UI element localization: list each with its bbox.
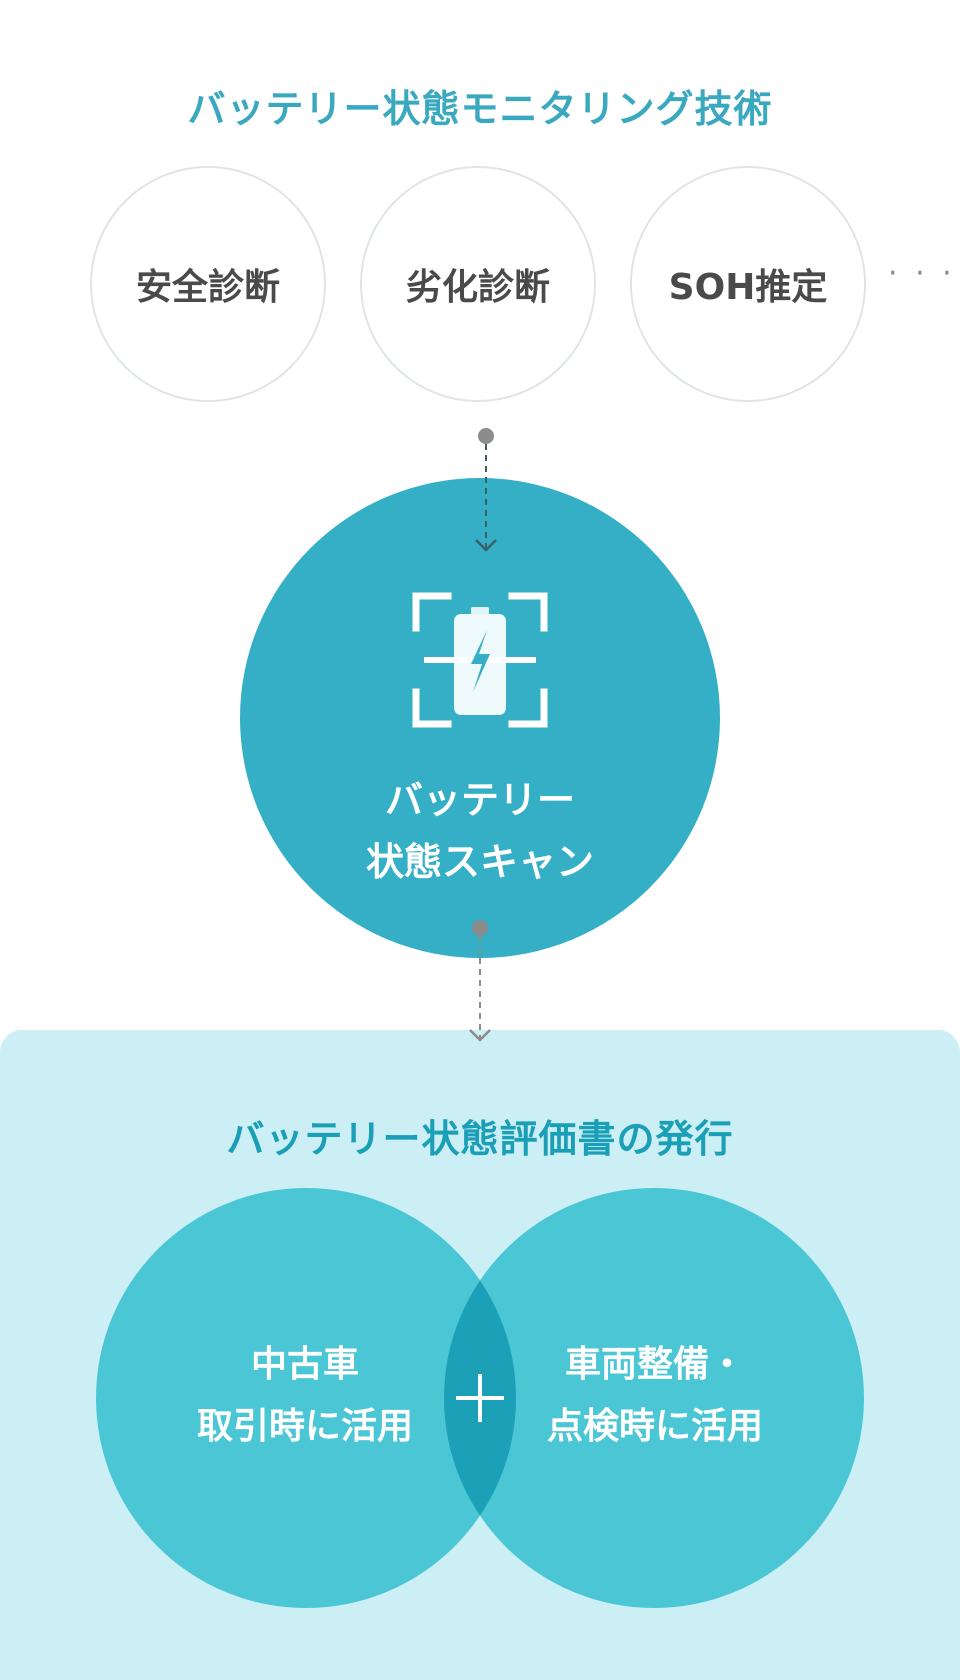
diagram-title: バッテリー状態モニタリング技術: [187, 87, 773, 131]
venn-circle-maintenance: [444, 1188, 864, 1608]
technique-label: SOH推定: [668, 267, 828, 308]
technique-safety-diagnosis: 安全診断: [90, 166, 326, 402]
venn-circle-used-car: [96, 1188, 516, 1608]
scan-label-line1: バッテリー: [384, 778, 575, 822]
technique-label: 劣化診断: [405, 267, 550, 308]
connector-arrow-bottom: [469, 920, 491, 1042]
scan-label-line2: 状態スキャン: [365, 840, 594, 884]
battery-scan-icon: [412, 592, 548, 728]
venn-diagram: [96, 1188, 864, 1608]
more-indicator: · · ·: [888, 256, 956, 291]
technique-soh-estimation: SOH推定: [630, 166, 866, 402]
output-title: バッテリー状態評価書の発行: [226, 1117, 734, 1161]
venn-left-line1: 中古車: [250, 1344, 359, 1385]
technique-degradation-diagnosis: 劣化診断: [360, 166, 596, 402]
venn-right-line1: 車両整備・: [564, 1344, 745, 1385]
venn-left-line2: 取引時に活用: [196, 1406, 413, 1447]
plus-icon: [456, 1374, 504, 1422]
battery-scan-circle: [240, 478, 720, 958]
connector-arrow-top: [475, 428, 497, 552]
venn-right-line2: 点検時に活用: [546, 1406, 763, 1447]
technique-label: 安全診断: [135, 267, 280, 308]
